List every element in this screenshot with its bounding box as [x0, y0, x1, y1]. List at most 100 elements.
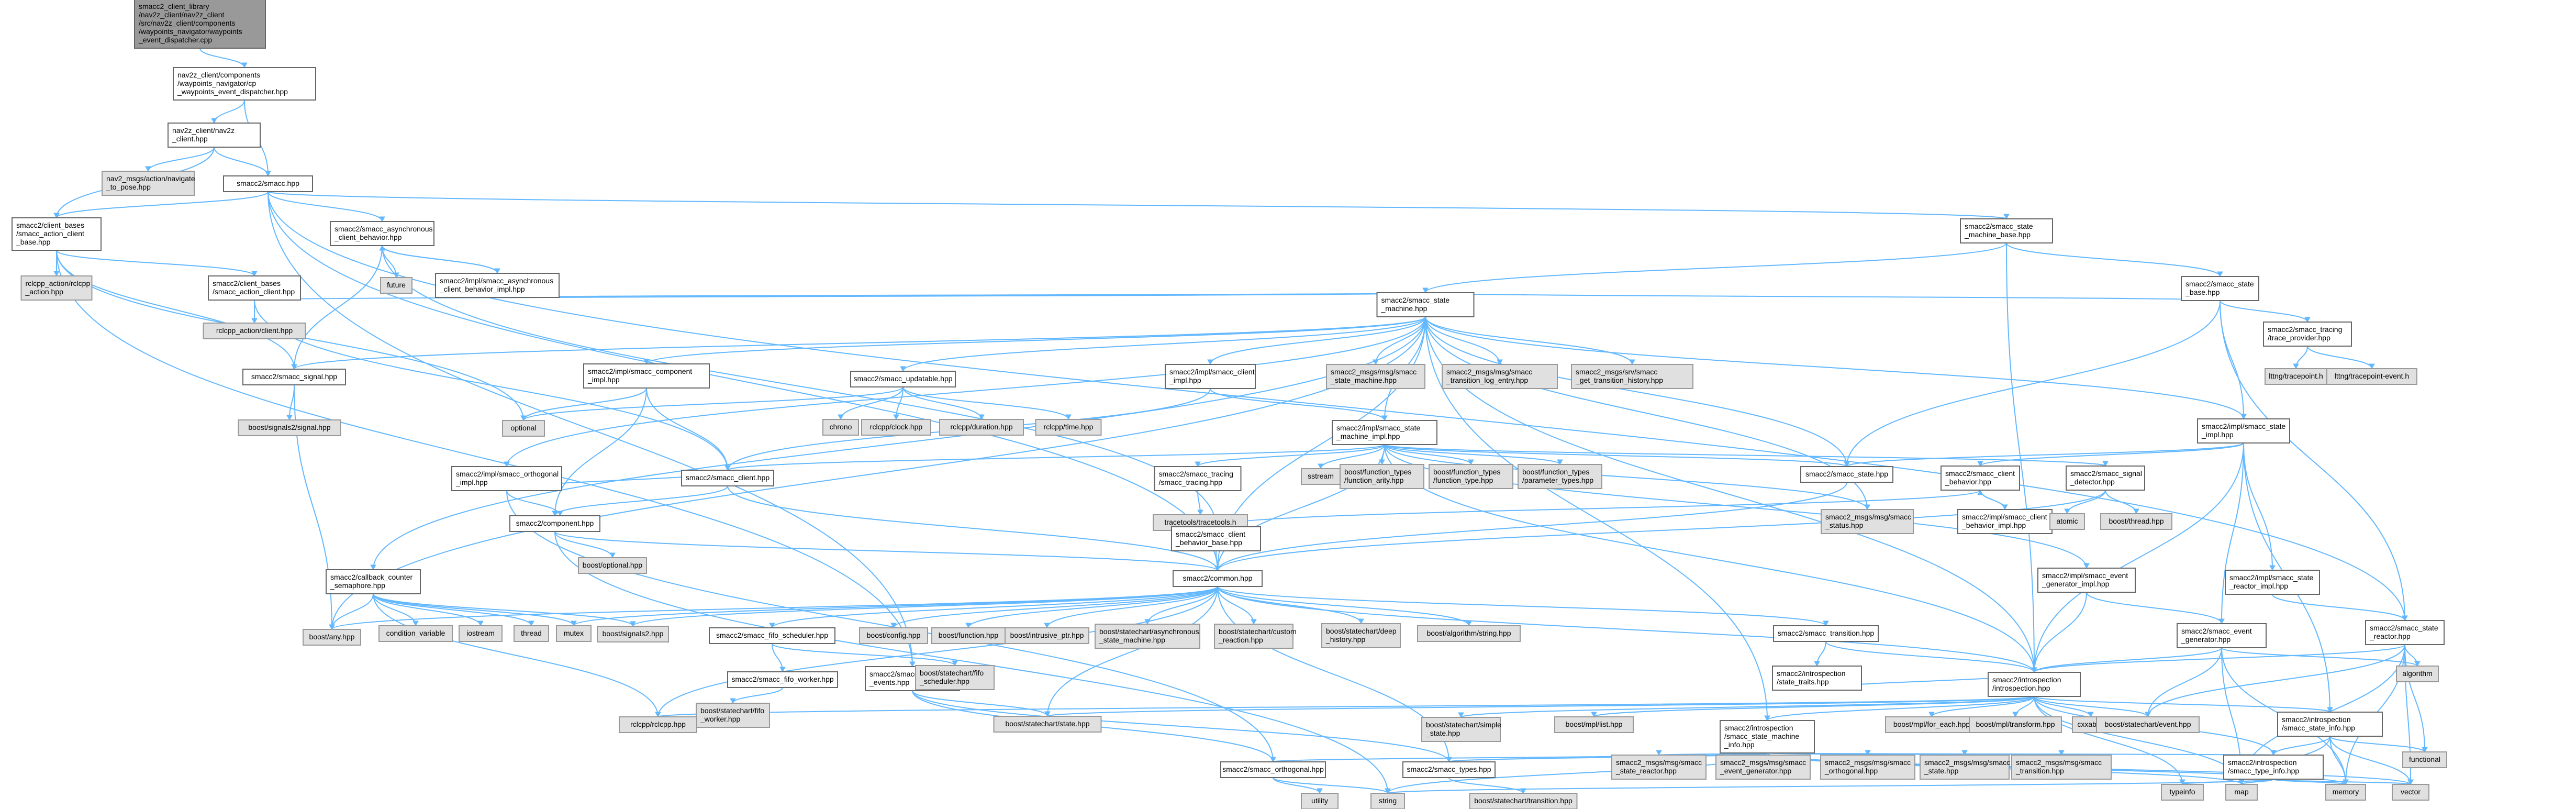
node-root[interactable]: smacc2_client_library/nav2z_client/nav2z… — [134, 0, 266, 49]
node-common[interactable]: smacc2/common.hpp — [1173, 570, 1263, 587]
edge-line — [2272, 594, 2405, 621]
node-client-bases-ac[interactable]: smacc2/client_bases/smacc_action_client.… — [208, 275, 301, 301]
edge-line — [1147, 586, 1218, 625]
node-label-line: boost/statechart/deep — [1326, 627, 1397, 635]
node-client-behavior-base[interactable]: smacc2/smacc_client_behavior_base.hpp — [1171, 526, 1261, 551]
edge-impl-event-generator-to-introspection — [2031, 592, 2087, 673]
arrow-head-icon — [909, 661, 916, 668]
node-fifo-scheduler[interactable]: smacc2/smacc_fifo_scheduler.hpp — [709, 627, 835, 644]
node-box — [1301, 793, 1339, 809]
node-box — [2161, 784, 2204, 801]
node-label-line: _history.hpp — [1325, 635, 1365, 644]
node-nav2z-client[interactable]: nav2z_client/nav2z_client.hpp — [168, 123, 261, 148]
edge-updatable-to-optional — [520, 386, 904, 422]
node-sm-base[interactable]: smacc2/smacc_state_machine_base.hpp — [1960, 218, 2053, 243]
node-smacc[interactable]: smacc2/smacc.hpp — [223, 175, 313, 192]
node-box — [2396, 666, 2439, 682]
node-impl-event-generator[interactable]: smacc2/impl/smacc_event_generator_impl.h… — [2037, 568, 2136, 593]
node-type-info[interactable]: smacc2/introspection/smacc_type_info.hpp — [2223, 755, 2324, 780]
node-impl-orthogonal[interactable]: smacc2/impl/smacc_orthogonal_impl.hpp — [451, 466, 562, 491]
edge-line — [2034, 644, 2405, 673]
arrow-head-icon — [890, 623, 897, 629]
node-impl-state[interactable]: smacc2/impl/smacc_state_impl.hpp — [2197, 418, 2290, 444]
node-impl-sm[interactable]: smacc2/impl/smacc_state_machine_impl.hpp — [1332, 420, 1437, 445]
node-smacc-client[interactable]: smacc2/smacc_client.hpp — [681, 470, 774, 486]
edge-line — [214, 99, 245, 124]
node-wp-disp[interactable]: nav2z_client/components/waypoints_naviga… — [173, 67, 316, 101]
edge-line — [1384, 444, 2106, 467]
node-label-line: _transition.hpp — [2015, 767, 2064, 775]
node-async-cb[interactable]: smacc2/smacc_asynchronous_client_behavio… — [330, 221, 434, 246]
node-updatable[interactable]: smacc2/smacc_updatable.hpp — [850, 371, 956, 387]
node-label-line: boost/function_types — [1344, 468, 1411, 476]
node-impl-client[interactable]: smacc2/impl/smacc_client_impl.hpp — [1165, 364, 1256, 389]
node-signal[interactable]: smacc2/smacc_signal.hpp — [242, 369, 346, 385]
node-box — [727, 671, 838, 688]
node-types[interactable]: smacc2/smacc_types.hpp — [1402, 761, 1496, 778]
edge-state-machine-to-impl-orthogonal — [504, 316, 1426, 468]
node-signal-detector[interactable]: smacc2/smacc_signal_detector.hpp — [2066, 466, 2145, 491]
node-impl-client-behavior[interactable]: smacc2/impl/smacc_client_behavior_impl.h… — [1957, 509, 2053, 534]
node-state-reactor[interactable]: smacc2/smacc_state_reactor.hpp — [2365, 620, 2445, 645]
arrow-head-icon — [53, 213, 60, 219]
arrow-head-icon — [1814, 661, 1820, 667]
node-state-traits[interactable]: smacc2/introspection/state_traits.hpp — [1772, 666, 1862, 691]
node-state-machine[interactable]: smacc2/smacc_state_machine.hpp — [1376, 292, 1475, 317]
node-label-line: smacc2_msgs/msg/smacc — [1720, 758, 1806, 767]
arrow-head-icon — [1195, 461, 1201, 468]
edge-line — [1425, 316, 2244, 419]
node-tracing[interactable]: smacc2/smacc_tracing/trace_provider.hpp — [2263, 322, 2352, 347]
edge-introspection-to-bsc-event — [2034, 696, 2151, 718]
node-box — [1165, 364, 1256, 389]
node-label-line: smacc2_msgs/srv/smacc — [1576, 368, 1657, 376]
node-component[interactable]: smacc2/component.hpp — [509, 515, 600, 532]
arrow-head-icon — [211, 118, 217, 124]
node-msg-tle: smacc2_msgs/msg/smacc_transition_log_ent… — [1442, 364, 1558, 389]
edge-state-machine-to-msg-tle — [1425, 316, 1503, 365]
node-callback-counter[interactable]: smacc2/callback_counter_semaphore.hpp — [326, 569, 421, 594]
node-label-line: /introspection.hpp — [1992, 684, 2050, 692]
edge-line — [1384, 444, 1847, 467]
arrow-head-icon — [1961, 750, 1968, 756]
node-functional: functional — [2402, 751, 2447, 768]
node-impl-async-cb[interactable]: smacc2/impl/smacc_asynchronous_client_be… — [435, 273, 560, 298]
node-label-line: _state_machine.hpp — [1330, 376, 1397, 384]
edge-line — [1217, 482, 1847, 571]
edge-line — [2220, 300, 2308, 323]
edge-event-generator-to-introspection — [2031, 647, 2222, 673]
node-smacc-tracing2[interactable]: smacc2/smacc_tracing/smacc_tracing.hpp — [1154, 466, 1242, 491]
node-smacc-state[interactable]: smacc2/smacc_state.hpp — [1800, 466, 1893, 483]
edge-type-info-to-string — [1385, 779, 2274, 794]
node-sm-info[interactable]: smacc2/introspection/smacc_state_machine… — [1720, 720, 1815, 753]
edge-client-bases-acb-to-client-bases-ac — [56, 250, 258, 277]
node-impl-component[interactable]: smacc2/impl/smacc_component_impl.hpp — [583, 363, 710, 389]
arrow-head-icon — [1823, 620, 1829, 627]
node-label-line: map — [2234, 788, 2248, 796]
node-state-base[interactable]: smacc2/smacc_state_base.hpp — [2181, 276, 2259, 301]
node-introspection[interactable]: smacc2/introspection/introspection.hpp — [1988, 672, 2081, 697]
node-impl-state-reactor[interactable]: smacc2/impl/smacc_state_reactor_impl.hpp — [2225, 570, 2320, 595]
arrow-head-icon — [2240, 414, 2247, 420]
node-label-line: boost/statechart/custom — [1219, 627, 1297, 636]
edge-introspection-to-bsc-simple-state — [1458, 696, 2035, 718]
node-label-line: typeinfo — [2169, 788, 2195, 796]
edge-line — [2006, 242, 2035, 673]
node-box — [597, 626, 669, 642]
node-label-line: smacc2/component.hpp — [516, 519, 594, 527]
node-smacc-transition[interactable]: smacc2/smacc_transition.hpp — [1773, 625, 1879, 642]
node-box — [2177, 623, 2267, 648]
edge-line — [199, 48, 245, 68]
node-msg-event-generator: smacc2_msgs/msg/smacc_event_generator.hp… — [1715, 755, 1811, 780]
node-box — [1171, 526, 1261, 551]
node-fifo-worker[interactable]: smacc2/smacc_fifo_worker.hpp — [727, 671, 838, 688]
node-bsc-transition: boost/statechart/transition.hpp — [1469, 793, 1578, 809]
node-orthogonal[interactable]: smacc2/smacc_orthogonal.hpp — [1220, 761, 1326, 778]
node-state-info[interactable]: smacc2/introspection/smacc_state_info.hp… — [2277, 712, 2383, 737]
arrow-head-icon — [145, 166, 151, 172]
node-event-generator[interactable]: smacc2/smacc_event_generator.hpp — [2177, 623, 2267, 648]
node-client-behavior[interactable]: smacc2/smacc_client_behavior.hpp — [1941, 466, 2020, 491]
node-label-line: /function_type.hpp — [1433, 476, 1493, 484]
node-box — [2197, 418, 2290, 444]
edge-introspection-to-bsc-state — [1044, 696, 2035, 717]
node-client-bases-acb[interactable]: smacc2/client_bases/smacc_action_client_… — [12, 217, 102, 251]
